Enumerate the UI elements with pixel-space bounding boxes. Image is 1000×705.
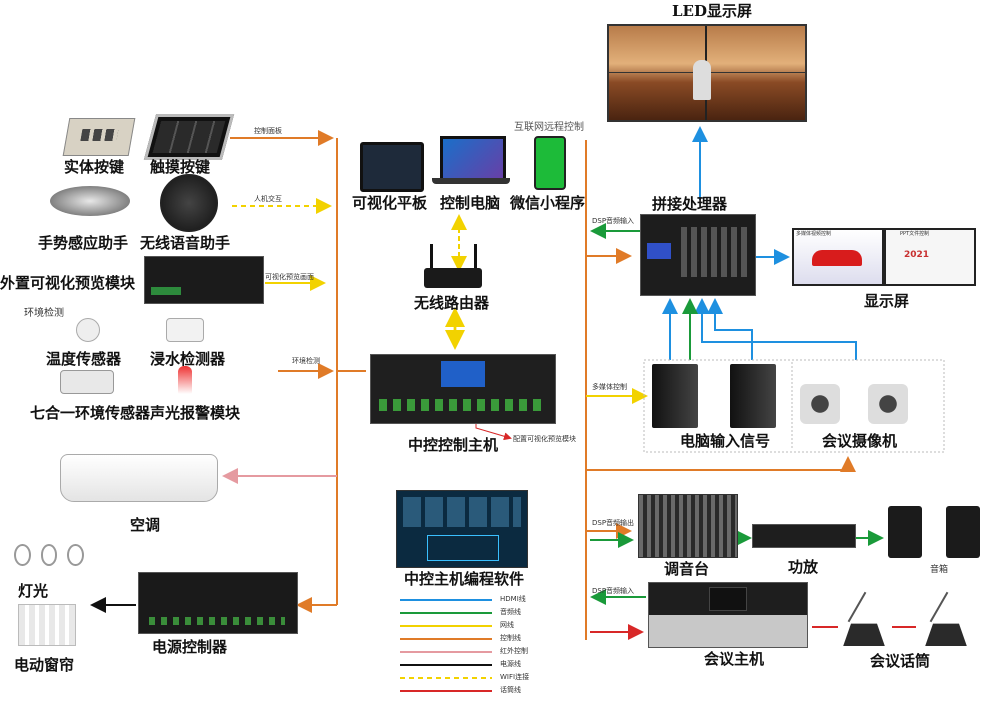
preview-module-label: 外置可视化预览模块 <box>0 274 136 292</box>
legend-item: 电源线 <box>396 659 596 670</box>
human-interaction-label: 人机交互 <box>254 195 282 203</box>
screen-b-device: PPT文件控制 2021 <box>884 228 976 286</box>
conf-mic-label: 会议话筒 <box>870 652 931 670</box>
iot-remote-label: 互联网远程控制 <box>514 122 584 133</box>
amp-device <box>752 524 856 548</box>
control-panel-label: 控制面板 <box>254 127 282 135</box>
dsp-out-label: DSP音频输出 <box>592 519 635 527</box>
legend-item: 音频线 <box>396 607 596 618</box>
temp-sensor-label: 温度传感器 <box>46 350 122 368</box>
voice-device <box>160 174 218 232</box>
laptop-device <box>440 136 506 184</box>
main-controller-device <box>370 354 556 424</box>
speaker-1 <box>888 506 922 558</box>
touch-key-device <box>143 114 235 160</box>
led-title: LED显示屏 <box>672 2 752 20</box>
laptop-base <box>432 178 510 184</box>
pc-tower-2 <box>730 364 776 428</box>
router-label: 无线路由器 <box>414 294 490 312</box>
water-detector-device <box>166 318 204 342</box>
splicer-label: 拼接处理器 <box>652 195 728 213</box>
camera-label: 会议摄像机 <box>822 432 898 450</box>
laptop-label: 控制电脑 <box>440 194 501 212</box>
env-detect-label: 环境检测 <box>24 308 64 319</box>
router-antenna <box>430 244 433 268</box>
ir-note-label: 配置可视化预览模块 <box>513 435 576 443</box>
curtain-icon <box>18 604 76 646</box>
display-label: 显示屏 <box>864 292 910 310</box>
light-bulb-icon <box>14 544 85 568</box>
amp-label: 功放 <box>788 558 819 576</box>
wechat-label: 微信小程序 <box>510 194 586 212</box>
water-detector-label: 浸水检测器 <box>150 350 226 368</box>
legend-item: 网线 <box>396 620 596 631</box>
wechat-phone-device <box>534 136 566 190</box>
speaker-2 <box>946 506 980 558</box>
gesture-device <box>50 186 130 216</box>
router-device <box>424 268 482 288</box>
tablet-label: 可视化平板 <box>352 194 428 212</box>
multimedia-ctrl-label: 多媒体控制 <box>592 383 627 391</box>
screen-a-caption: 多媒体视频控制 <box>796 231 832 237</box>
power-controller-device <box>138 572 298 634</box>
legend-item: WIFI连接 <box>396 672 596 683</box>
astronaut-icon <box>693 60 711 100</box>
curtain-label: 电动窗帘 <box>14 656 75 674</box>
legend-item: 话筒线 <box>396 685 596 696</box>
splicer-device <box>640 214 756 296</box>
conf-host-device <box>648 582 808 648</box>
legend-item: 控制线 <box>396 633 596 644</box>
seven-in-one-label: 七合一环境传感器声光报警模块 <box>30 404 241 422</box>
screen-b-caption: PPT文件控制 <box>900 231 930 237</box>
conf-mic-1 <box>843 623 885 646</box>
dsp-in-label: DSP音频输入 <box>592 217 635 225</box>
mixer-device <box>638 494 738 558</box>
preview-module-device <box>144 256 264 304</box>
software-label: 中控主机编程软件 <box>404 570 525 588</box>
router-antenna-2 <box>474 244 477 268</box>
seven-in-one-device <box>60 370 114 394</box>
led-wall <box>607 24 807 122</box>
aircon-device <box>60 454 218 502</box>
temp-sensor-device <box>76 318 100 342</box>
mixer-label: 调音台 <box>664 560 710 578</box>
voice-label: 无线语音助手 <box>140 234 231 252</box>
screen-b-year: 2021 <box>904 250 930 260</box>
physical-key-label: 实体按键 <box>64 158 125 176</box>
gesture-label: 手势感应助手 <box>38 234 129 252</box>
alarm-light-icon <box>178 366 192 394</box>
tablet-device <box>360 142 424 192</box>
physical-key-device <box>62 118 136 156</box>
camera-1 <box>800 384 840 424</box>
env-monitor-label: 环境检测 <box>292 357 320 365</box>
lights-label: 灯光 <box>18 582 49 600</box>
conf-host-label: 会议主机 <box>704 650 765 668</box>
speaker-label: 音箱 <box>930 565 949 575</box>
pc-input-label: 电脑输入信号 <box>680 432 771 450</box>
main-controller-label: 中控控制主机 <box>408 436 499 454</box>
screen-a-device: 多媒体视频控制 <box>792 228 884 286</box>
legend-item: 红外控制 <box>396 646 596 657</box>
software-screenshot <box>396 490 528 568</box>
legend-item: HDMI线 <box>396 594 596 605</box>
camera-2 <box>868 384 908 424</box>
conf-mic-2 <box>925 623 967 646</box>
touch-key-label: 触摸按键 <box>150 158 211 176</box>
pc-tower-1 <box>652 364 698 428</box>
aircon-label: 空调 <box>130 516 161 534</box>
power-controller-label: 电源控制器 <box>152 638 228 656</box>
dsp-in2-label: DSP音频输入 <box>592 587 635 595</box>
preview-screen-label: 可视化预览画面 <box>265 273 314 281</box>
